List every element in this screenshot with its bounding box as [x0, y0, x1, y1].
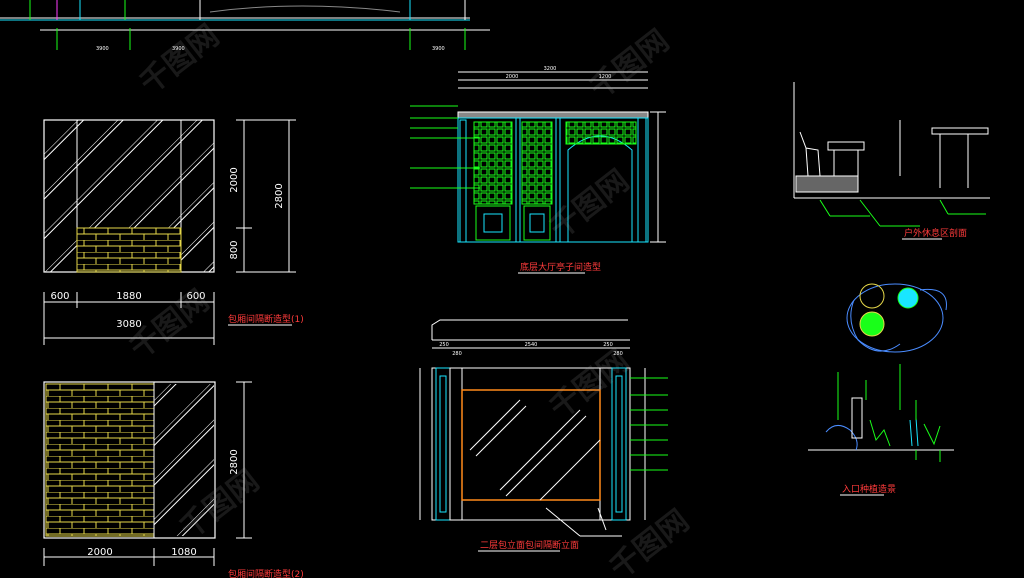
partition-elevation: 3200 2000 1200 底层大厅亭子间造型 — [410, 66, 666, 274]
screen-dim-1: 2540 — [525, 342, 538, 348]
watermark-1: 千图网 — [133, 18, 225, 101]
partition-dim-total: 3200 — [544, 66, 557, 72]
screen-dim-4: 250 — [603, 342, 613, 348]
wall-a-total-width: 3080 — [116, 319, 141, 330]
wall-b-elevation: 2800 2000 1080 包厢间隔断造型(2) — [43, 381, 304, 578]
screen-elevation: 2540 250 280 250 280 — [419, 319, 668, 552]
screen-title: 二层包立面包间隔断立面 — [480, 539, 579, 551]
wall-a-dim-h1: 600 — [50, 291, 69, 302]
wall-b-dim-h2: 1080 — [171, 547, 196, 558]
wall-a-dim-v2: 800 — [229, 240, 240, 259]
screen-dim-2: 250 — [439, 342, 449, 348]
wall-b-dim-v1: 2800 — [229, 449, 240, 474]
wall-a-elevation: 2000 800 2800 600 1880 600 3080 包厢间隔断造型(… — [43, 119, 304, 345]
screen-dim-3: 280 — [452, 351, 462, 357]
watermark-3: 千图网 — [543, 163, 635, 246]
top-dim-3: 3900 — [432, 46, 445, 52]
wall-a-dim-h2: 1880 — [116, 291, 141, 302]
screen-dim-5: 280 — [613, 351, 623, 357]
top-elevation: 3900 3900 3900 — [0, 0, 490, 52]
watermark-2: 千图网 — [583, 23, 675, 106]
wall-a-title: 包厢间隔断造型(1) — [228, 313, 304, 325]
watermark-7: 千图网 — [603, 503, 695, 578]
partition-dim-1: 2000 — [506, 74, 519, 80]
entrance-planting: 入口种植造景 — [808, 283, 954, 496]
top-dim-1: 3900 — [96, 46, 109, 52]
watermarks: 千图网 千图网 千图网 千图网 千图网 千图网 千图网 — [123, 18, 695, 578]
outdoor-title: 户外休息区剖面 — [904, 227, 967, 239]
wall-b-title: 包厢间隔断造型(2) — [228, 568, 304, 578]
outdoor-section: 户外休息区剖面 — [793, 82, 990, 240]
partition-title: 底层大厅亭子间造型 — [520, 261, 601, 273]
partition-dim-2: 1200 — [599, 74, 612, 80]
wall-a-dim-v3: 2800 — [274, 183, 285, 208]
wall-a-dim-v1: 2000 — [229, 167, 240, 192]
wall-a-dim-h3: 600 — [186, 291, 205, 302]
wall-b-dim-h1: 2000 — [87, 547, 112, 558]
planting-title: 入口种植造景 — [842, 483, 896, 495]
top-dim-2: 3900 — [172, 46, 185, 52]
